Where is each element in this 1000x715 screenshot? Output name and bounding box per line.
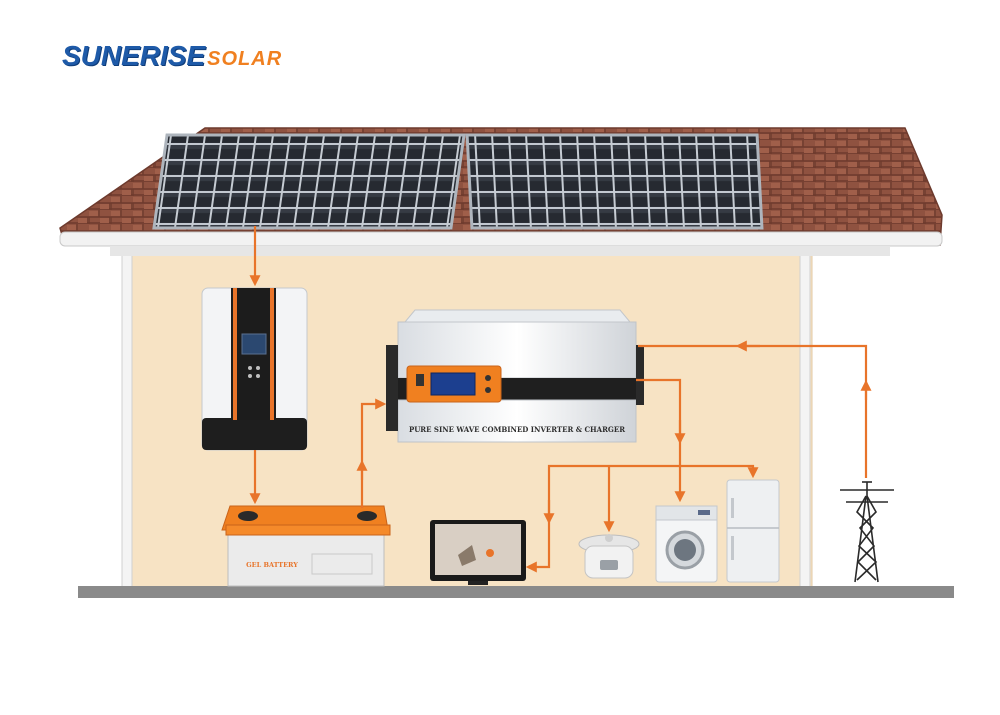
controller-screen bbox=[241, 333, 267, 355]
gel-battery: GEL BATTERY bbox=[221, 505, 391, 587]
solar-panels bbox=[152, 133, 764, 230]
logo-sub-text: SOLAR bbox=[207, 48, 283, 70]
inverter-label: PURE SINE WAVE COMBINED INVERTER & CHARG… bbox=[409, 425, 625, 434]
television bbox=[430, 520, 526, 585]
flow-grid-to-inverter bbox=[638, 344, 868, 478]
washing-machine bbox=[655, 505, 718, 583]
logo-main-text: SUNERISE bbox=[62, 40, 206, 71]
battery-label: GEL BATTERY bbox=[246, 561, 298, 569]
right-downpipe bbox=[799, 249, 811, 589]
solar-panel-left bbox=[152, 133, 466, 230]
refrigerator bbox=[726, 479, 780, 583]
solar-panel-right bbox=[465, 133, 764, 230]
energy-flow-lines bbox=[249, 226, 872, 573]
inverter-display bbox=[430, 372, 476, 396]
flow-inverter-out bbox=[636, 378, 686, 503]
inverter-charger: PURE SINE WAVE COMBINED INVERTER & CHARG… bbox=[386, 309, 644, 443]
tv-screen bbox=[435, 524, 521, 575]
power-pylon bbox=[840, 481, 894, 583]
roof-gutter bbox=[59, 231, 943, 247]
charge-controller bbox=[201, 287, 308, 451]
flow-distribution-bus bbox=[680, 464, 759, 479]
ground bbox=[78, 586, 954, 598]
rice-cooker bbox=[578, 534, 640, 579]
left-downpipe bbox=[121, 249, 133, 589]
